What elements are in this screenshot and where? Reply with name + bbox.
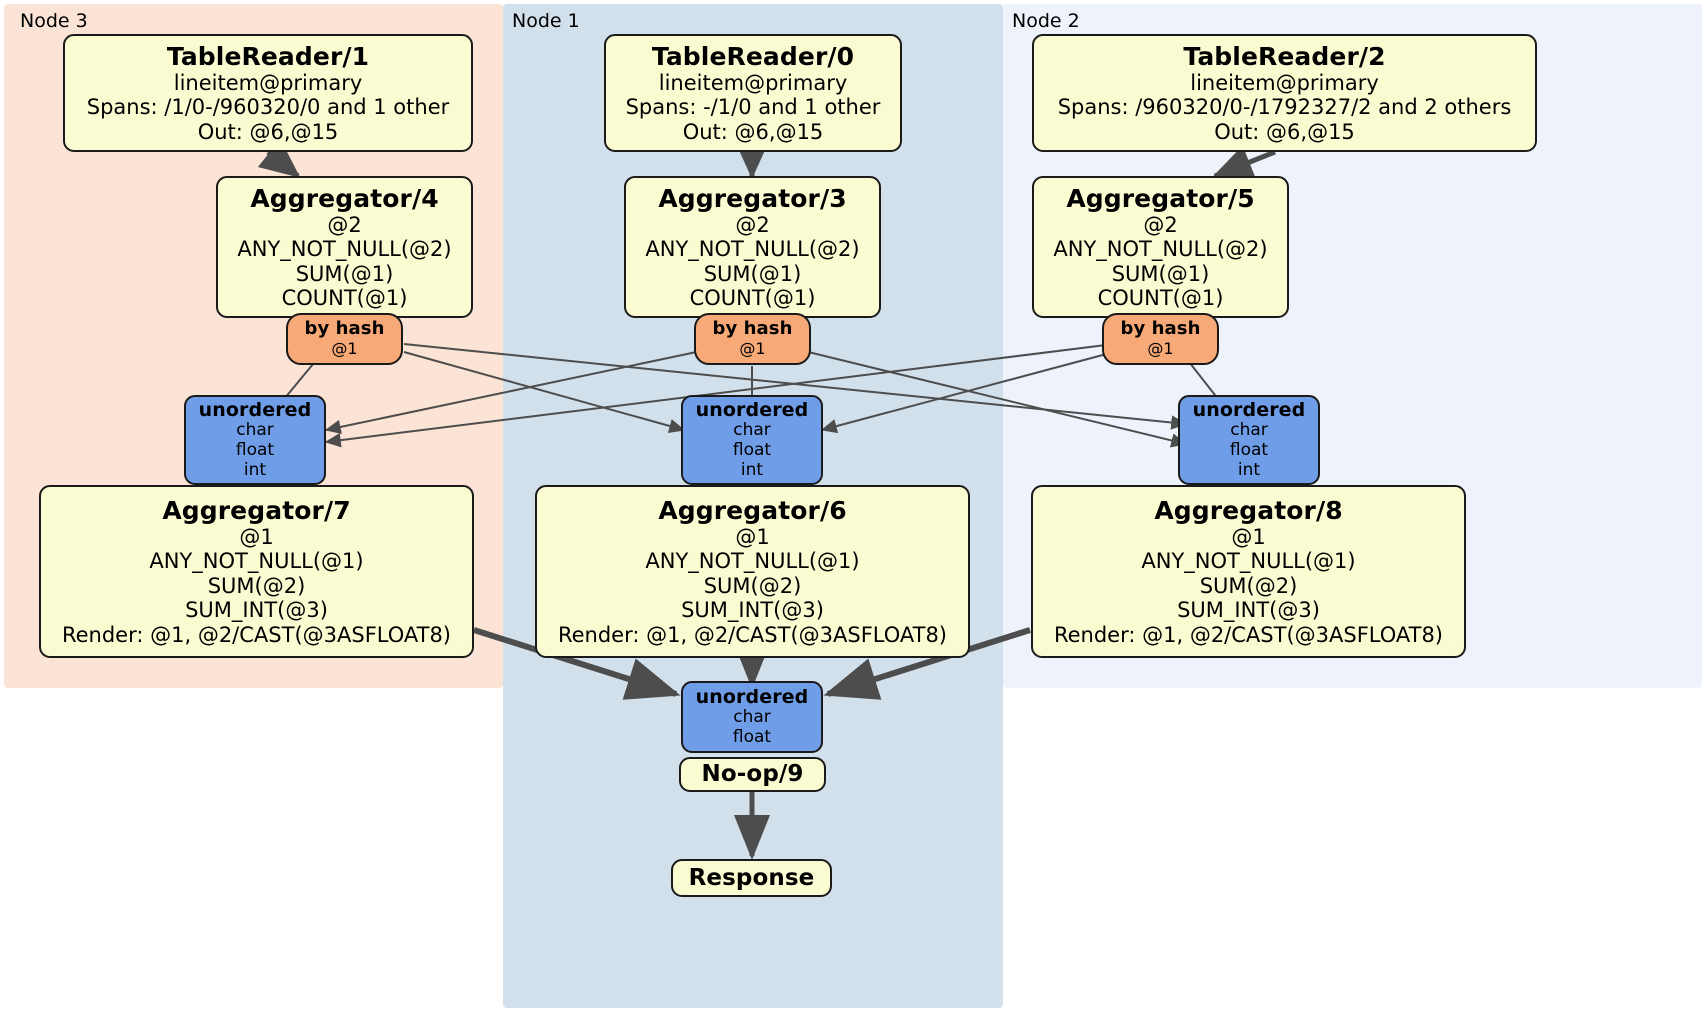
- node-line: ANY_NOT_NULL(@1): [645, 549, 860, 574]
- node-line: Out: @6,@15: [682, 119, 824, 144]
- sync-unordered-final[interactable]: unordered char float: [681, 681, 823, 753]
- node-title: TableReader/0: [651, 41, 855, 71]
- sync-line: int: [1237, 459, 1261, 480]
- node-line: Render: @1, @2/CAST(@3ASFLOAT8): [1053, 622, 1444, 647]
- sync-line: char: [733, 707, 771, 728]
- node-tablereader-2[interactable]: TableReader/2 lineitem@primary Spans: /9…: [1032, 34, 1537, 152]
- sync-line: char: [733, 420, 771, 441]
- node-aggregator-8[interactable]: Aggregator/8 @1 ANY_NOT_NULL(@1) SUM(@2)…: [1031, 485, 1466, 658]
- node-title: Response: [688, 864, 815, 891]
- sync-title: unordered: [695, 399, 809, 422]
- node-tablereader-1[interactable]: TableReader/1 lineitem@primary Spans: /1…: [63, 34, 473, 152]
- node-aggregator-4[interactable]: Aggregator/4 @2 ANY_NOT_NULL(@2) SUM(@1)…: [216, 176, 473, 318]
- node-line: ANY_NOT_NULL(@2): [1053, 237, 1268, 262]
- node-line: ANY_NOT_NULL(@1): [149, 549, 364, 574]
- node-line: lineitem@primary: [173, 70, 363, 95]
- node-line: ANY_NOT_NULL(@2): [237, 237, 452, 262]
- node-aggregator-3[interactable]: Aggregator/3 @2 ANY_NOT_NULL(@2) SUM(@1)…: [624, 176, 881, 318]
- cluster-node3-label: Node 3: [20, 10, 88, 32]
- router-by-hash-left[interactable]: by hash @1: [286, 313, 403, 365]
- node-line: lineitem@primary: [1190, 70, 1379, 95]
- node-title: No-op/9: [701, 761, 804, 788]
- node-line: SUM(@1): [1111, 261, 1210, 286]
- node-line: Spans: -/1/0 and 1 other: [625, 95, 881, 120]
- node-no-op-9[interactable]: No-op/9: [679, 757, 826, 792]
- node-title: Aggregator/7: [162, 496, 351, 526]
- node-title: Aggregator/4: [250, 183, 439, 213]
- sync-line: float: [235, 440, 275, 461]
- node-line: Render: @1, @2/CAST(@3ASFLOAT8): [61, 622, 452, 647]
- node-line: @1: [735, 525, 770, 550]
- sync-line: int: [243, 459, 267, 480]
- node-title: Aggregator/6: [658, 496, 847, 526]
- sync-line: char: [236, 420, 274, 441]
- sync-unordered-center[interactable]: unordered char float int: [681, 395, 823, 485]
- router-line: @1: [331, 339, 358, 359]
- node-line: @2: [327, 212, 362, 237]
- node-line: lineitem@primary: [658, 70, 848, 95]
- node-line: SUM(@1): [703, 261, 802, 286]
- node-line: SUM_INT(@3): [681, 598, 824, 623]
- router-by-hash-right[interactable]: by hash @1: [1102, 313, 1219, 365]
- node-line: SUM(@2): [1199, 573, 1298, 598]
- node-title: Aggregator/5: [1066, 183, 1255, 213]
- node-line: Out: @6,@15: [197, 119, 339, 144]
- node-line: @2: [735, 212, 770, 237]
- router-line: @1: [739, 339, 766, 359]
- node-aggregator-7[interactable]: Aggregator/7 @1 ANY_NOT_NULL(@1) SUM(@2)…: [39, 485, 474, 658]
- node-line: SUM(@2): [703, 573, 802, 598]
- node-tablereader-0[interactable]: TableReader/0 lineitem@primary Spans: -/…: [604, 34, 902, 152]
- sync-unordered-right[interactable]: unordered char float int: [1178, 395, 1320, 485]
- node-line: Render: @1, @2/CAST(@3ASFLOAT8): [557, 622, 948, 647]
- node-line: @2: [1143, 212, 1178, 237]
- node-response[interactable]: Response: [671, 859, 832, 897]
- node-aggregator-5[interactable]: Aggregator/5 @2 ANY_NOT_NULL(@2) SUM(@1)…: [1032, 176, 1289, 318]
- cluster-node2-label: Node 2: [1012, 10, 1080, 32]
- sync-line: float: [732, 440, 772, 461]
- node-line: SUM(@1): [295, 261, 394, 286]
- node-title: TableReader/2: [1183, 41, 1386, 71]
- node-line: ANY_NOT_NULL(@1): [1141, 549, 1356, 574]
- sync-line: float: [732, 727, 772, 748]
- cluster-node1-label: Node 1: [512, 10, 580, 32]
- sync-title: unordered: [695, 686, 809, 709]
- node-line: Spans: /960320/0-/1792327/2 and 2 others: [1057, 95, 1512, 120]
- node-line: ANY_NOT_NULL(@2): [645, 237, 860, 262]
- node-aggregator-6[interactable]: Aggregator/6 @1 ANY_NOT_NULL(@1) SUM(@2)…: [535, 485, 970, 658]
- node-line: Spans: /1/0-/960320/0 and 1 other: [86, 95, 450, 120]
- node-line: COUNT(@1): [689, 285, 816, 310]
- router-title: by hash: [1120, 318, 1201, 340]
- node-line: SUM(@2): [207, 573, 306, 598]
- node-line: SUM_INT(@3): [185, 598, 328, 623]
- router-line: @1: [1147, 339, 1174, 359]
- sync-title: unordered: [1192, 399, 1306, 422]
- node-title: TableReader/1: [166, 41, 370, 71]
- router-by-hash-center[interactable]: by hash @1: [694, 313, 811, 365]
- node-line: @1: [239, 525, 274, 550]
- node-title: Aggregator/3: [658, 183, 847, 213]
- node-line: Out: @6,@15: [1214, 119, 1355, 144]
- sync-line: char: [1230, 420, 1268, 441]
- sync-unordered-left[interactable]: unordered char float int: [184, 395, 326, 485]
- node-line: COUNT(@1): [1097, 285, 1224, 310]
- router-title: by hash: [304, 318, 385, 340]
- sync-title: unordered: [198, 399, 312, 422]
- node-line: SUM_INT(@3): [1177, 598, 1320, 623]
- router-title: by hash: [712, 318, 793, 340]
- node-line: @1: [1231, 525, 1266, 550]
- sync-line: float: [1229, 440, 1269, 461]
- node-line: COUNT(@1): [281, 285, 408, 310]
- sync-line: int: [740, 459, 764, 480]
- node-title: Aggregator/8: [1154, 496, 1343, 526]
